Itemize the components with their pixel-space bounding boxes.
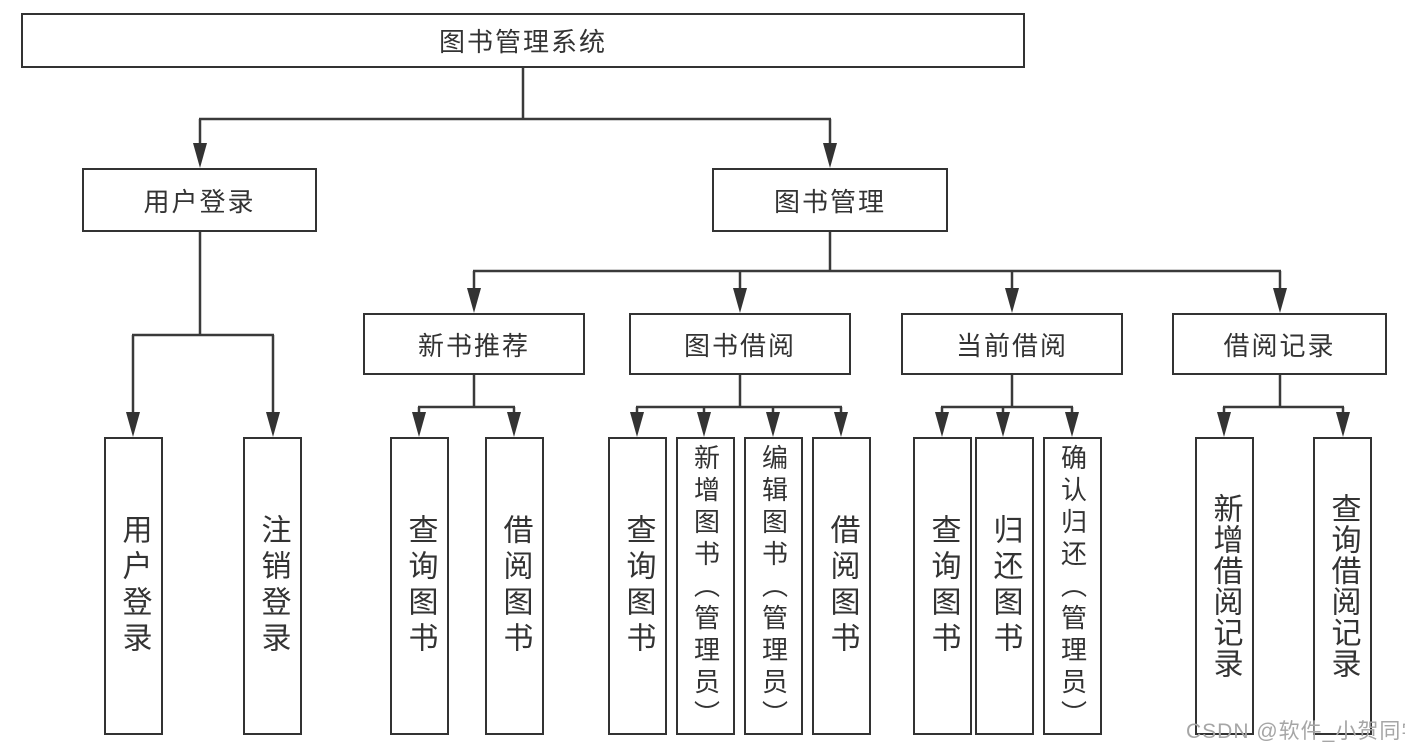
node-borrowing-records: 借阅记录: [1172, 313, 1387, 375]
node-label: 查询图书: [926, 514, 960, 658]
node-label: 图书借阅: [683, 330, 796, 361]
leaf-return-books: 归还图书: [975, 437, 1034, 735]
leaf-query-books-borrowing: 查询图书: [608, 437, 667, 735]
node-label: 确认归还（管理员）: [1057, 444, 1088, 732]
leaf-confirm-return-admin: 确认归还（管理员）: [1043, 437, 1102, 735]
node-label: 图书管理: [773, 186, 886, 217]
node-label: 归还图书: [988, 514, 1022, 658]
node-label: 借阅图书: [498, 514, 532, 658]
leaf-query-books-recommend: 查询图书: [390, 437, 449, 735]
node-book-management: 图书管理: [712, 168, 948, 232]
node-library-management-system: 图书管理系统: [21, 13, 1025, 68]
node-label: 新书推荐: [417, 330, 530, 361]
node-label: 查询借阅记录: [1326, 493, 1360, 679]
leaf-borrow-books-recommend: 借阅图书: [485, 437, 544, 735]
leaf-borrow-books-borrowing: 借阅图书: [812, 437, 871, 735]
node-label: 新增借阅记录: [1208, 493, 1242, 679]
leaf-add-borrow-record: 新增借阅记录: [1195, 437, 1254, 735]
leaf-logout-login: 注销登录: [243, 437, 302, 735]
node-label: 图书管理系统: [438, 27, 607, 57]
node-label: 当前借阅: [955, 330, 1068, 361]
node-label: 查询图书: [621, 514, 655, 658]
arrowheads: [126, 143, 1350, 437]
leaf-user-login: 用户登录: [104, 437, 163, 735]
node-label: 查询图书: [403, 514, 437, 658]
node-label: 用户登录: [117, 514, 151, 658]
node-new-book-recommend: 新书推荐: [363, 313, 585, 375]
leaf-query-borrow-record: 查询借阅记录: [1313, 437, 1372, 735]
node-label: 用户登录: [143, 186, 256, 217]
leaf-query-books-current: 查询图书: [913, 437, 972, 735]
node-user-login: 用户登录: [82, 168, 317, 232]
node-label: 注销登录: [256, 514, 290, 658]
csdn-watermark: CSDN @软件_小贺同学: [1186, 720, 1405, 743]
node-label: 借阅图书: [825, 514, 859, 658]
leaf-add-books-admin: 新增图书（管理员）: [676, 437, 735, 735]
node-current-borrowing: 当前借阅: [901, 313, 1123, 375]
leaf-edit-books-admin: 编辑图书（管理员）: [744, 437, 803, 735]
node-label: 借阅记录: [1223, 330, 1336, 361]
node-label: 新增图书（管理员）: [690, 444, 721, 732]
node-book-borrowing: 图书借阅: [629, 313, 851, 375]
node-label: 编辑图书（管理员）: [758, 444, 789, 732]
